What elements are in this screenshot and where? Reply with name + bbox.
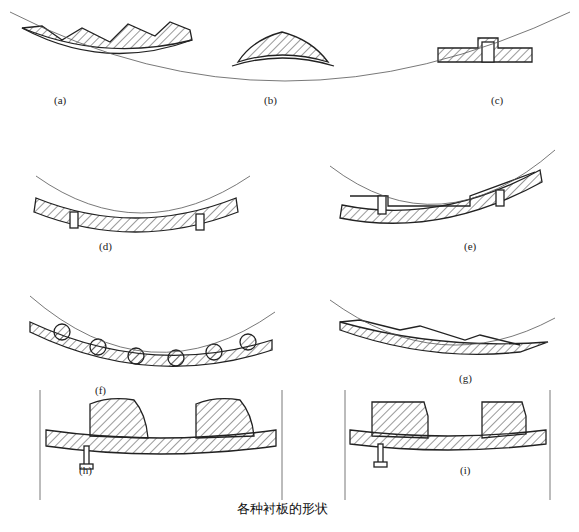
figure-caption: 各种衬板的形状 xyxy=(237,502,328,515)
figure-label: (e) xyxy=(464,241,476,252)
figure-label: (b) xyxy=(264,95,277,106)
figure-label: (i) xyxy=(460,465,470,476)
figure-label: (g) xyxy=(459,373,472,384)
figure-label: (d) xyxy=(99,241,112,252)
figure-label: (a) xyxy=(54,95,66,106)
figure-label: (f) xyxy=(95,385,106,396)
figure-label: (h) xyxy=(79,465,92,476)
figure-label: (c) xyxy=(491,95,503,106)
